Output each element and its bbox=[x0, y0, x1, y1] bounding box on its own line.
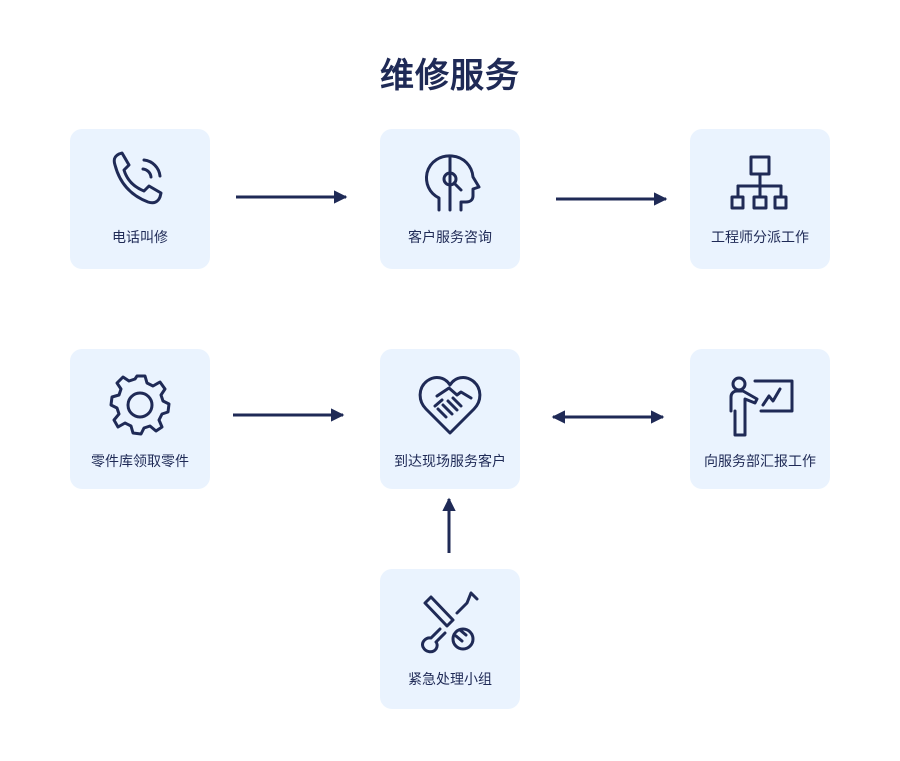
node-label: 向服务部汇报工作 bbox=[704, 454, 816, 470]
node-emergency: 紧急处理小组 bbox=[380, 569, 520, 709]
node-label: 零件库领取零件 bbox=[91, 454, 189, 470]
handshake-heart-icon bbox=[418, 376, 482, 435]
node-label: 紧急处理小组 bbox=[408, 672, 492, 688]
node-label: 到达现场服务客户 bbox=[394, 454, 506, 470]
consult-head-icon bbox=[425, 154, 481, 212]
presenter-chart-icon bbox=[729, 376, 794, 437]
node-parts: 零件库领取零件 bbox=[70, 349, 210, 489]
diagram-title: 维修服务 bbox=[380, 56, 520, 96]
phone-icon bbox=[112, 151, 163, 205]
node-phone-call: 电话叫修 bbox=[70, 129, 210, 269]
wrench-screwdriver-icon bbox=[421, 591, 479, 654]
node-onsite: 到达现场服务客户 bbox=[380, 349, 520, 489]
org-chart-icon bbox=[730, 155, 788, 210]
node-label: 电话叫修 bbox=[112, 230, 168, 246]
node-customer-service: 客户服务咨询 bbox=[380, 129, 520, 269]
node-label: 工程师分派工作 bbox=[711, 230, 809, 246]
node-dispatch: 工程师分派工作 bbox=[690, 129, 830, 269]
gear-icon bbox=[109, 374, 171, 436]
node-report: 向服务部汇报工作 bbox=[690, 349, 830, 489]
node-label: 客户服务咨询 bbox=[408, 230, 492, 246]
